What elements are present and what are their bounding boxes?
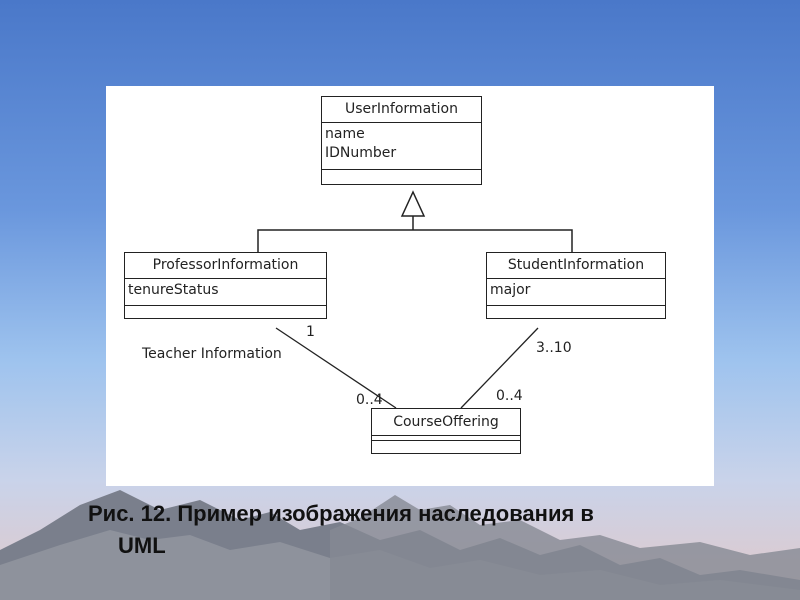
class-attributes bbox=[372, 436, 520, 441]
class-attributes: tenureStatus bbox=[125, 279, 326, 306]
class-student-information: StudentInformation major bbox=[486, 252, 666, 319]
inheritance-arrow-icon bbox=[400, 190, 426, 217]
multiplicity-student-course: 0..4 bbox=[496, 388, 523, 404]
diagram-connectors bbox=[257, 190, 573, 409]
class-attributes: major bbox=[487, 279, 665, 306]
class-course-offering: CourseOffering bbox=[371, 408, 521, 454]
class-name: CourseOffering bbox=[372, 409, 520, 436]
class-operations bbox=[487, 306, 665, 318]
caption-line-1: Рис. 12. Пример изображения наследования… bbox=[88, 501, 594, 526]
class-user-information: UserInformation name IDNumber bbox=[321, 96, 482, 185]
attribute-major: major bbox=[490, 282, 531, 298]
association-student-course bbox=[460, 327, 539, 409]
class-name: StudentInformation bbox=[487, 253, 665, 279]
attribute-name: name bbox=[325, 126, 365, 142]
class-operations bbox=[322, 170, 481, 184]
multiplicity-professor-course: 0..4 bbox=[356, 392, 383, 408]
class-professor-information: ProfessorInformation tenureStatus bbox=[124, 252, 327, 319]
class-name: ProfessorInformation bbox=[125, 253, 326, 279]
attribute-tenure-status: tenureStatus bbox=[128, 282, 219, 298]
class-operations bbox=[125, 306, 326, 318]
association-label-teacher-information: Teacher Information bbox=[142, 346, 282, 362]
multiplicity-student: 3..10 bbox=[536, 340, 572, 356]
inheritance-line-professor bbox=[257, 229, 573, 252]
class-name: UserInformation bbox=[322, 97, 481, 123]
class-attributes: name IDNumber bbox=[322, 123, 481, 170]
association-professor-course bbox=[275, 327, 397, 409]
multiplicity-professor: 1 bbox=[306, 324, 315, 340]
figure-caption: Рис. 12. Пример изображения наследования… bbox=[88, 498, 728, 562]
diagram-panel: UserInformation name IDNumber ProfessorI… bbox=[106, 86, 714, 486]
attribute-idnumber: IDNumber bbox=[325, 145, 397, 161]
caption-line-2: UML bbox=[118, 533, 166, 558]
mountain-background bbox=[0, 490, 800, 600]
class-operations bbox=[372, 441, 520, 453]
